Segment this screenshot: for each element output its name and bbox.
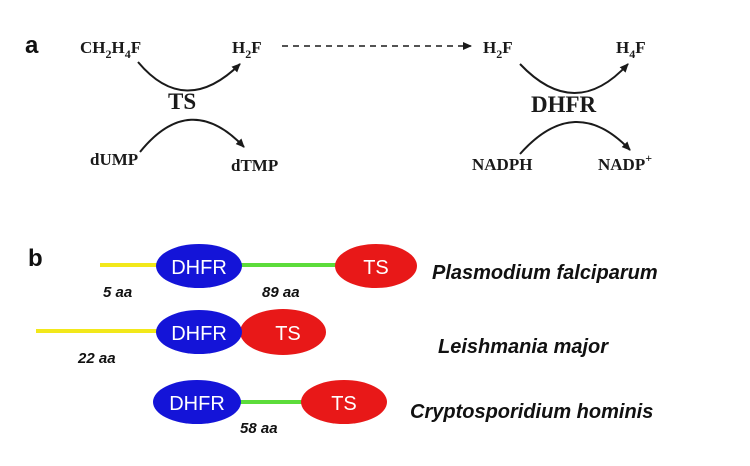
organism-name: Plasmodium falciparum [432, 262, 658, 284]
domain-row-leishmania: TS DHFR 22 aa Leishmania major [36, 309, 609, 367]
organism-name: Leishmania major [438, 336, 609, 358]
organism-name: Cryptosporidium hominis [410, 401, 653, 423]
dhfr-domain [156, 244, 242, 288]
dhfr-bottom-curved-arrow [519, 121, 631, 155]
dhfr-domain [153, 380, 241, 424]
ts-product-bottom: dTMP [231, 156, 278, 175]
domain-row-cryptosporidium: DHFR TS 58 aa Cryptosporidium hominis [153, 380, 653, 437]
n-terminal-length-label: 5 aa [103, 284, 132, 301]
ts-enzyme-label: TS [168, 89, 196, 114]
dhfr-domain-label: DHFR [171, 257, 227, 279]
ts-domain [301, 380, 387, 424]
dhfr-substrate-top: H2F [483, 38, 513, 61]
linker-length-label: 58 aa [240, 420, 278, 437]
ts-domain-label: TS [331, 393, 357, 415]
ts-top-curved-arrow [137, 61, 241, 92]
dhfr-product-bottom: NADP+ [598, 151, 652, 174]
ts-product-top: H2F [232, 38, 262, 61]
ts-substrate-top: CH2H4F [80, 38, 141, 61]
dhfr-product-top: H4F [616, 38, 646, 61]
ts-bottom-curved-arrow [139, 118, 245, 153]
dhfr-enzyme-label: DHFR [531, 92, 597, 117]
dhfr-substrate-bottom: NADPH [472, 155, 532, 174]
panel-b-label: b [28, 245, 43, 272]
ts-substrate-bottom: dUMP [90, 150, 138, 169]
domain-row-plasmodium: DHFR TS 5 aa 89 aa Plasmodium falciparum [100, 244, 658, 301]
ts-reaction: CH2H4F H2F TS dUMP dTMP [80, 38, 278, 175]
ts-domain [240, 309, 326, 355]
ts-domain [335, 244, 417, 288]
dhfr-reaction: H2F H4F DHFR NADPH NADP+ [472, 38, 652, 174]
n-terminal-length-label: 22 aa [77, 350, 116, 367]
dhfr-top-curved-arrow [519, 63, 629, 94]
dhfr-domain-label: DHFR [169, 393, 225, 415]
ts-domain-label: TS [275, 323, 301, 345]
dhfr-domain-label: DHFR [171, 323, 227, 345]
panel-a-label: a [25, 32, 39, 59]
dhfr-domain [156, 310, 242, 354]
ts-domain-label: TS [363, 257, 389, 279]
linker-length-label: 89 aa [262, 284, 300, 301]
